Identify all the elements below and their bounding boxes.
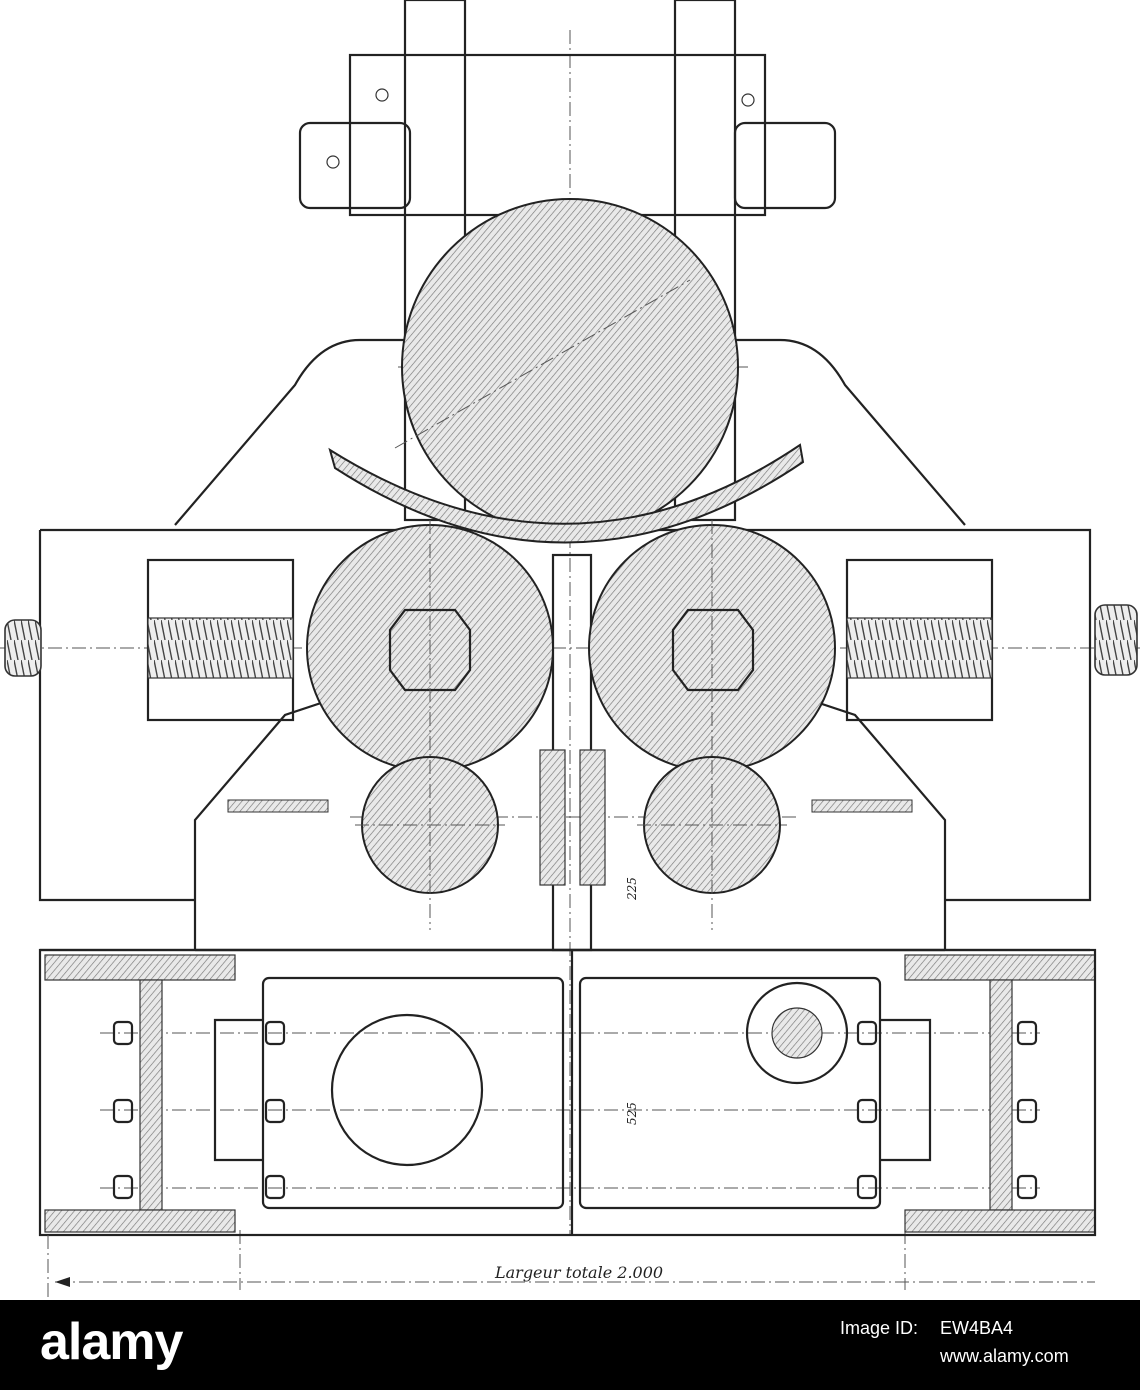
rolls [306,198,836,895]
lower-height-label: 525 [625,1102,639,1125]
support-plates [227,799,913,813]
alamy-logo: alamy [40,1313,183,1371]
base-beams [38,948,1097,1237]
watermark-banner: alamy Image ID: EW4BA4 www.alamy.com [0,1300,1140,1390]
shaft-opening [330,1013,484,1167]
total-width-label: Largeur totale 2.000 [494,1263,663,1282]
bearing-inner [771,1007,823,1059]
upper-roll [401,198,739,536]
bending-rolls-diagram: Largeur totale 2.000 225 525 [0,0,1140,1298]
image-id: EW4BA4 [940,1318,1014,1338]
bent-plate [328,443,805,544]
adjusting-screws [4,604,1138,679]
image-id-prefix: Image ID: [840,1318,919,1338]
bolts [112,1020,1038,1200]
banner-url: www.alamy.com [940,1346,1069,1366]
center-height-label: 225 [625,877,639,901]
main-frame [38,528,1092,952]
dimension-line: Largeur totale 2.000 225 525 [47,877,1095,1298]
bearing-outer [745,981,849,1085]
roll-housing [174,338,966,950]
engineering-drawing: Largeur totale 2.000 225 525 [0,0,1140,1300]
bottom-boxes [213,950,932,1235]
